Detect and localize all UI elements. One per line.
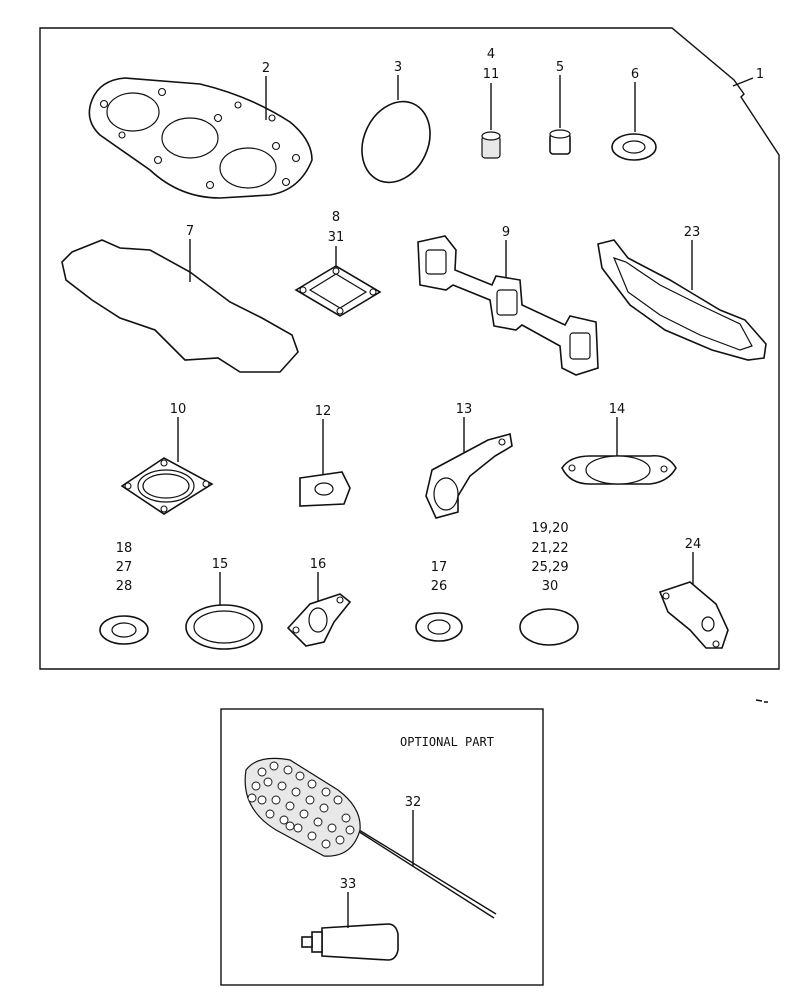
collar — [549, 129, 571, 155]
callout-26: 26 — [431, 579, 448, 594]
callout-2: 2 — [262, 61, 270, 76]
main-frame — [39, 27, 780, 670]
callout-31: 31 — [328, 230, 345, 245]
callout-9: 9 — [502, 225, 510, 240]
valve-stem-seal — [481, 131, 501, 159]
callout-14: 14 — [609, 402, 626, 417]
oval-flange-gasket — [561, 454, 677, 485]
cylinder-head-gasket — [88, 77, 313, 199]
manifold-gasket — [417, 235, 599, 376]
seal-ring-6 — [611, 133, 657, 161]
callout-8: 8 — [332, 210, 340, 225]
callout-5: 5 — [556, 60, 564, 75]
leader-1 — [732, 77, 754, 87]
callout-13: 13 — [456, 402, 473, 417]
callout-1: 1 — [756, 67, 764, 82]
callout-32: 32 — [405, 795, 422, 810]
callout-21-22: 21,22 — [531, 541, 568, 556]
callout-28: 28 — [116, 579, 133, 594]
callout-6: 6 — [631, 67, 639, 82]
sealing-disc — [519, 608, 579, 646]
bracket-gasket — [286, 593, 352, 647]
callout-3: 3 — [394, 60, 402, 75]
head-cover-gasket — [61, 239, 299, 373]
sealant-tube — [301, 923, 399, 961]
callout-12: 12 — [315, 404, 332, 419]
large-seal-ring — [185, 604, 263, 650]
callout-23: 23 — [684, 225, 701, 240]
seal-ring-17 — [415, 612, 463, 642]
callout-27: 27 — [116, 560, 133, 575]
optional-part-frame — [220, 708, 544, 986]
callout-33: 33 — [340, 877, 357, 892]
optional-part-title: OPTIONAL PART — [400, 735, 494, 749]
callout-7: 7 — [186, 224, 194, 239]
callout-25-29: 25,29 — [531, 560, 568, 575]
callout-17: 17 — [431, 560, 448, 575]
seal-ring-18 — [99, 615, 149, 645]
plate-gasket — [299, 471, 351, 507]
cover-gasket — [658, 581, 729, 649]
cylinder-hone-brush — [244, 757, 497, 919]
callout-11: 11 — [483, 67, 500, 82]
callout-19-20: 19,20 — [531, 521, 568, 536]
callout-16: 16 — [310, 557, 327, 572]
angled-gasket — [425, 432, 513, 519]
callout-18: 18 — [116, 541, 133, 556]
callout-15: 15 — [212, 557, 229, 572]
scan-mark — [755, 699, 768, 703]
callout-24: 24 — [685, 537, 702, 552]
o-ring — [361, 100, 431, 184]
callout-4: 4 — [487, 47, 495, 62]
callout-10: 10 — [170, 402, 187, 417]
square-gasket — [294, 265, 382, 317]
flange-gasket — [120, 457, 214, 515]
intake-manifold-gasket — [597, 239, 767, 361]
callout-30: 30 — [542, 579, 559, 594]
